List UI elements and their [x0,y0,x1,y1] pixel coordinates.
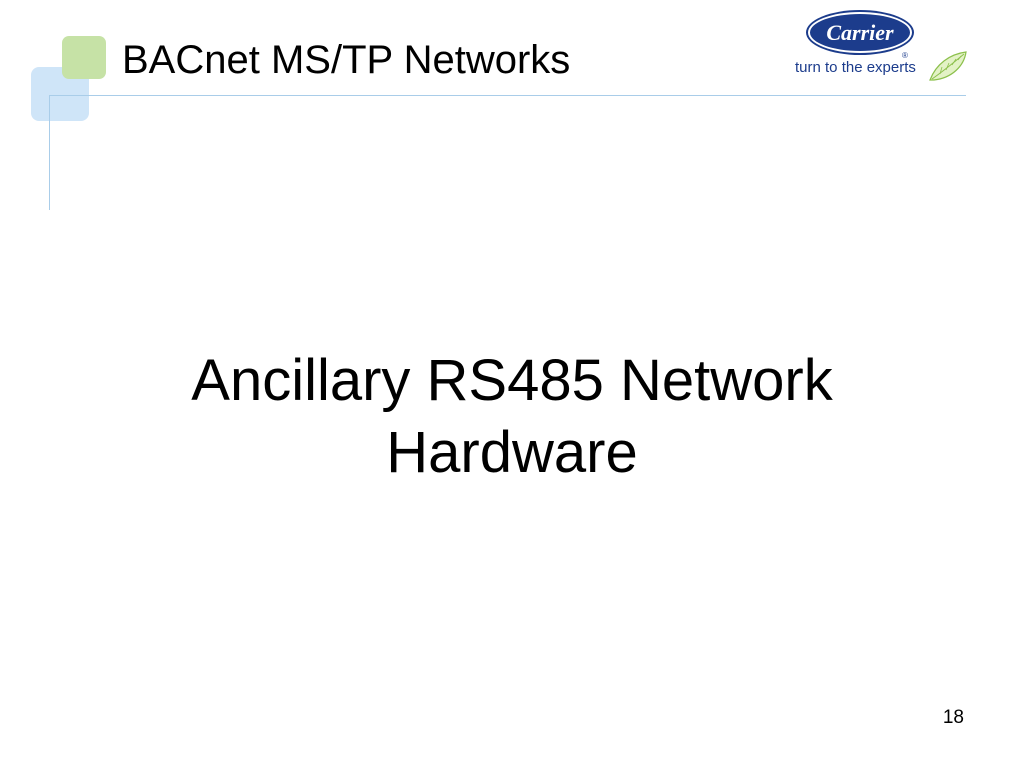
logo-oval: Carrier [808,12,912,53]
section-heading: Ancillary RS485 Network Hardware [112,345,912,489]
section-heading-line-2: Hardware [386,420,638,485]
header-divider [49,95,966,96]
registered-mark: ® [902,51,908,60]
logo-brand-text: Carrier [826,19,894,45]
logo-tagline: turn to the experts [795,59,916,76]
leaf-icon [929,51,967,81]
page-number: 18 [942,707,964,728]
carrier-logo: Carrier ® turn to the experts [792,12,968,84]
decorative-vertical-line [49,95,50,210]
slide-title: BACnet MS/TP Networks [122,38,571,82]
section-heading-line-1: Ancillary RS485 Network [191,348,833,413]
decorative-green-square [62,36,106,79]
